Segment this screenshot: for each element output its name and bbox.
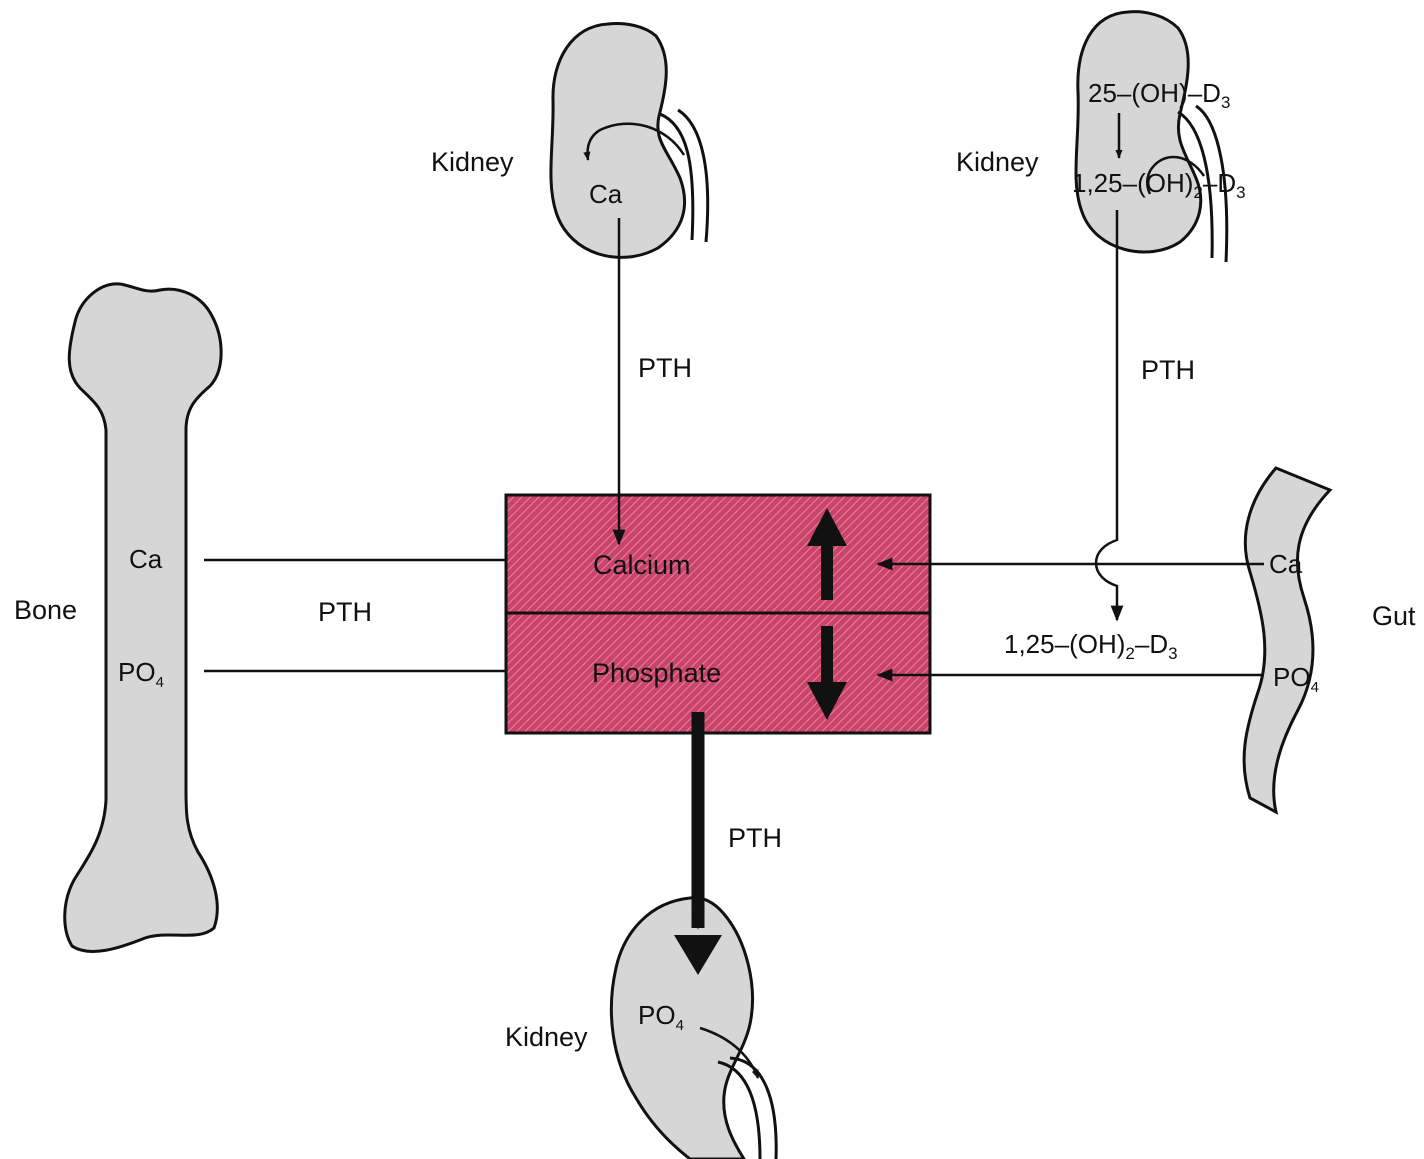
calcitriol-to-gut-arrow [1096, 210, 1117, 620]
bone-pth-label: PTH [318, 597, 372, 627]
kidney-right-label: Kidney [956, 147, 1039, 177]
phosphate-pool-label: Phosphate [592, 658, 721, 688]
calcium-pool-label: Calcium [593, 550, 691, 580]
kidney-bottom: Kidney PO4 PTH [505, 712, 782, 1159]
kidney-right: Kidney 25–(OH)–D3 1,25–(OH)2–D3 PTH [956, 12, 1246, 620]
bone-label: Bone [14, 595, 77, 625]
kidney-top-pth-label: PTH [638, 353, 692, 383]
bone-calcium-label: Ca [129, 544, 163, 574]
kidney-top-calcium-label: Ca [589, 179, 623, 209]
calcium-pool [506, 495, 930, 613]
gut-calcium-label: Ca [1269, 549, 1303, 579]
kidney-right-shape [1076, 12, 1201, 252]
gut-vitamin-label: 1,25–(OH)2–D3 [1004, 629, 1178, 663]
bone-shape [65, 284, 221, 952]
kidney-top: Kidney Ca PTH [431, 24, 708, 545]
extracellular-pool: Calcium Phosphate [506, 495, 930, 733]
bone: Bone Ca PO4 PTH [14, 284, 556, 952]
kidney-top-shape [551, 24, 685, 258]
gut-label: Gut [1372, 601, 1416, 631]
kidney-right-pth-label: PTH [1141, 355, 1195, 385]
kidney-top-label: Kidney [431, 147, 514, 177]
kidney-bottom-pth-label: PTH [728, 823, 782, 853]
kidney-bottom-label: Kidney [505, 1022, 588, 1052]
gut: Gut Ca PO4 1,25–(OH)2–D3 [878, 468, 1416, 812]
precursor-label: 25–(OH)–D3 [1088, 78, 1230, 112]
gut-shape [1244, 468, 1330, 812]
calcitriol-label: 1,25–(OH)2–D3 [1072, 168, 1246, 202]
